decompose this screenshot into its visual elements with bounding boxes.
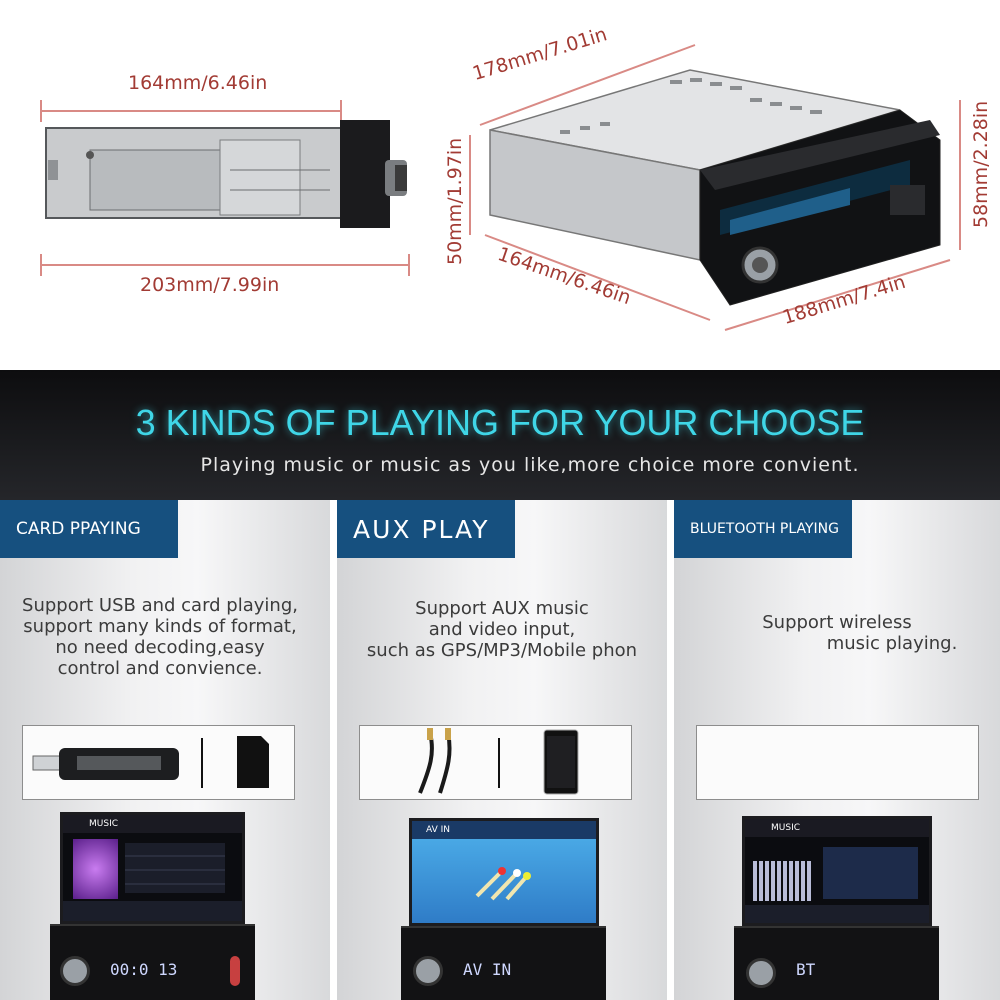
divider (498, 738, 500, 788)
smartphone-icon (543, 729, 579, 795)
equalizer-bars (753, 861, 813, 901)
usb-card-reader-icon (32, 748, 179, 780)
aux-cable-icon (418, 728, 452, 794)
desc-line: such as GPS/MP3/Mobile phon (366, 640, 638, 661)
panel-description: Support AUX music and video input, such … (337, 598, 667, 661)
panel-card-playing: CARD PPAYING Support USB and card playin… (0, 500, 330, 1000)
playback-bar (63, 901, 242, 921)
divider (201, 738, 203, 788)
banner-subtitle: Playing music or music as you like,more … (200, 454, 860, 476)
radio-screen: MUSIC (742, 816, 932, 926)
volume-knob (746, 958, 776, 988)
banner: 3 KINDS OF PLAYING FOR YOUR CHOOSE Playi… (0, 370, 1000, 500)
dim-label-iso-right: 58mm/2.28in (970, 100, 992, 228)
radio-screen: AV IN (409, 818, 599, 926)
panel-tag: BLUETOOTH PLAYING (674, 500, 852, 558)
panel-tag: AUX PLAY (337, 500, 515, 558)
desc-line: and video input, (428, 619, 576, 640)
desc-line: music playing. (826, 633, 958, 654)
dim-label-side-bottom: 203mm/7.99in (140, 274, 280, 296)
radio-unit-aux: AV IN AV IN (401, 812, 606, 1000)
side-chassis-image (45, 120, 407, 228)
banner-title: 3 KINDS OF PLAYING FOR YOUR CHOOSE (135, 402, 865, 443)
radio-screen: MUSIC (60, 812, 245, 924)
track-info (823, 847, 918, 899)
panel-tag: CARD PPAYING (0, 500, 178, 558)
volume-knob (413, 956, 443, 986)
track-list (125, 843, 225, 893)
lcd-display: 00:0 13 (110, 960, 178, 979)
sd-card-icon (237, 736, 269, 788)
desc-line: Support AUX music (415, 598, 589, 619)
dim-line-bottom (40, 264, 410, 266)
playback-bar (745, 905, 929, 923)
accessory-strip (359, 725, 632, 800)
radio-unit-bluetooth: MUSIC BT (734, 812, 939, 1000)
radio-faceplate: BT (734, 926, 939, 1000)
panel-description: Support wireless music playing. (674, 612, 1000, 654)
dim-label-side-top: 164mm/6.46in (128, 72, 268, 94)
rca-cable-icon (475, 867, 531, 901)
accessory-strip (696, 725, 979, 800)
screen-title: AV IN (412, 821, 596, 839)
desc-line: support many kinds of format, (23, 616, 297, 637)
volume-knob (60, 956, 90, 986)
panel-aux-play: AUX PLAY Support AUX music and video inp… (337, 500, 667, 1000)
desc-line: Support USB and card playing, (22, 595, 298, 616)
desc-line: Support wireless (762, 612, 912, 633)
accessory-strip (22, 725, 295, 800)
radio-faceplate: AV IN (401, 926, 606, 1000)
iso-chassis-image (469, 44, 961, 331)
desc-line: control and convience. (57, 658, 263, 679)
lcd-display: BT (796, 960, 816, 979)
album-art (73, 839, 118, 899)
screen-title: MUSIC (745, 819, 929, 837)
panel-description: Support USB and card playing, support ma… (0, 595, 320, 679)
screen-title: MUSIC (63, 815, 242, 833)
radio-faceplate: 00:0 13 (50, 924, 255, 1000)
desc-line: no need decoding,easy (55, 637, 265, 658)
lcd-display: AV IN (463, 960, 512, 979)
panel-bluetooth-playing: BLUETOOTH PLAYING Support wireless music… (674, 500, 1000, 1000)
radio-unit-card: MUSIC 00:0 13 (50, 812, 255, 1000)
dim-line-top (40, 110, 342, 112)
dim-label-iso-left: 50mm/1.97in (444, 137, 466, 265)
indicator-light (230, 956, 240, 986)
